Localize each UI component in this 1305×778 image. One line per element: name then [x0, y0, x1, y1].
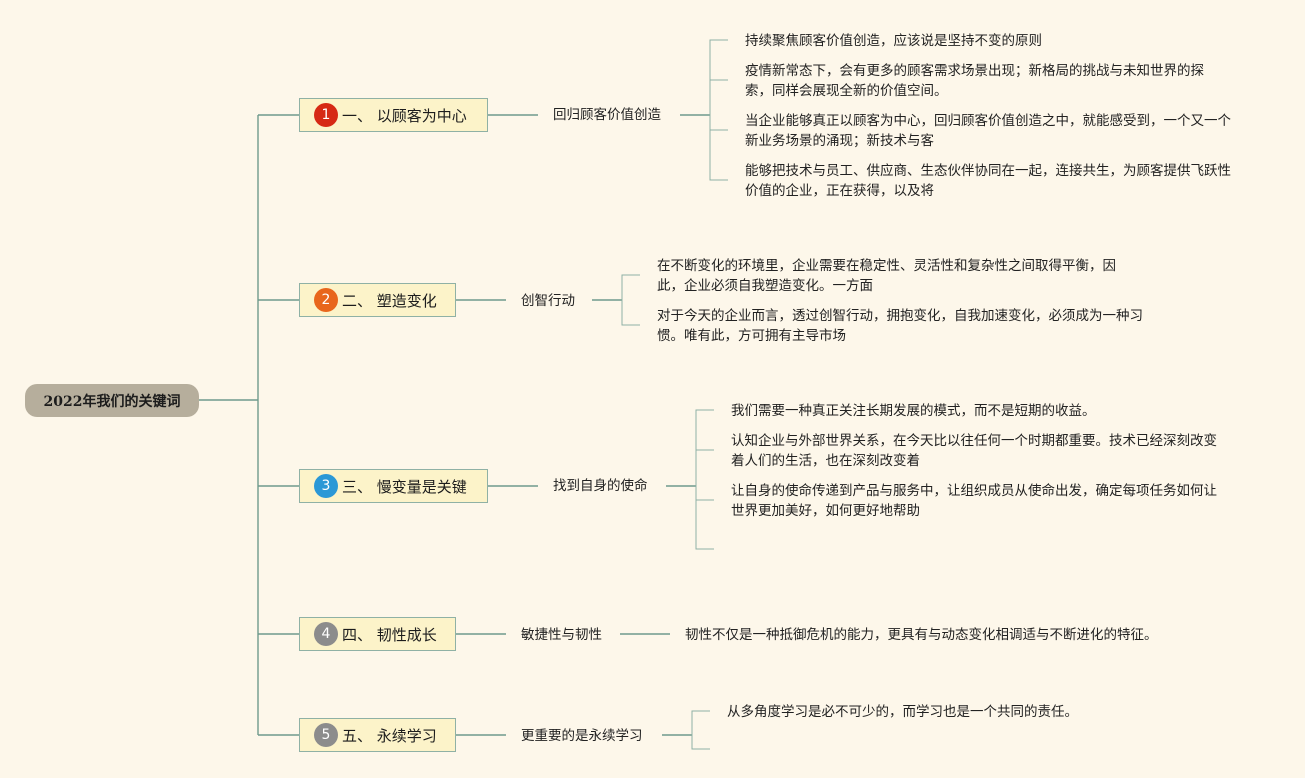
branch-shape-change[interactable]: 2 二、 塑造变化 — [299, 283, 456, 317]
leaf-3-2[interactable]: 认知企业与外部世界关系，在今天比以往任何一个时期都重要。技术已经深刻改变着人们的… — [731, 433, 1217, 469]
link-sub1-bracket — [709, 39, 728, 181]
number-badge-2: 2 — [314, 288, 338, 312]
number-badge-3: 3 — [314, 474, 338, 498]
branch-customer-centric[interactable]: 1 一、 以顾客为中心 — [299, 98, 488, 132]
number-badge-5: 5 — [314, 723, 338, 747]
link-sub3-bracket — [695, 409, 714, 550]
subtopic-agility-resilience[interactable]: 敏捷性与韧性 — [521, 627, 602, 643]
leaf-1-1[interactable]: 持续聚焦顾客价值创造，应该说是坚持不变的原则 — [745, 33, 1042, 49]
leaf-5-1[interactable]: 从多角度学习是必不可少的，而学习也是一个共同的责任。 — [727, 704, 1078, 720]
subtopic-creative-action[interactable]: 创智行动 — [521, 293, 575, 309]
leaf-2-1[interactable]: 在不断变化的环境里，企业需要在稳定性、灵活性和复杂性之间取得平衡，因此，企业必须… — [657, 258, 1116, 294]
leaf-4-1[interactable]: 韧性不仅是一种抵御危机的能力，更具有与动态变化相调适与不断进化的特征。 — [685, 627, 1158, 643]
subtopic-lifelong-learning[interactable]: 更重要的是永续学习 — [521, 728, 643, 744]
branch-resilient-growth[interactable]: 4 四、 韧性成长 — [299, 617, 456, 651]
number-badge-1: 1 — [314, 103, 338, 127]
subtopic-customer-value[interactable]: 回归顾客价值创造 — [553, 107, 661, 123]
branch-label: 三、 慢变量是关键 — [342, 477, 467, 496]
link-sub5-bracket — [691, 710, 710, 750]
branch-label: 五、 永续学习 — [342, 726, 437, 745]
root-topic-label: 2022年我们的关键词 — [43, 393, 181, 410]
subtopic-find-mission[interactable]: 找到自身的使命 — [553, 478, 648, 494]
branch-label: 一、 以顾客为中心 — [342, 106, 467, 125]
leaf-2-2[interactable]: 对于今天的企业而言，透过创智行动，拥抱变化，自我加速变化，必须成为一种习惯。唯有… — [657, 308, 1143, 344]
branch-continuous-learning[interactable]: 5 五、 永续学习 — [299, 718, 456, 752]
link-sub2-bracket — [621, 274, 640, 326]
branch-label: 二、 塑造变化 — [342, 291, 437, 310]
leaf-1-3[interactable]: 当企业能够真正以顾客为中心，回归顾客价值创造之中，就能感受到，一个又一个新业务场… — [745, 113, 1231, 149]
leaf-3-3[interactable]: 让自身的使命传递到产品与服务中，让组织成员从使命出发，确定每项任务如何让世界更加… — [731, 483, 1217, 519]
leaf-1-2[interactable]: 疫情新常态下，会有更多的顾客需求场景出现；新格局的挑战与未知世界的探索，同样会展… — [745, 63, 1204, 99]
leaf-3-1[interactable]: 我们需要一种真正关注长期发展的模式，而不是短期的收益。 — [731, 403, 1096, 419]
branch-label: 四、 韧性成长 — [342, 625, 437, 644]
root-topic[interactable]: 2022年我们的关键词 — [25, 384, 199, 417]
branch-slow-variables[interactable]: 3 三、 慢变量是关键 — [299, 469, 488, 503]
leaf-1-4[interactable]: 能够把技术与员工、供应商、生态伙伴协同在一起，连接共生，为顾客提供飞跃性价值的企… — [745, 163, 1231, 199]
number-badge-4: 4 — [314, 622, 338, 646]
